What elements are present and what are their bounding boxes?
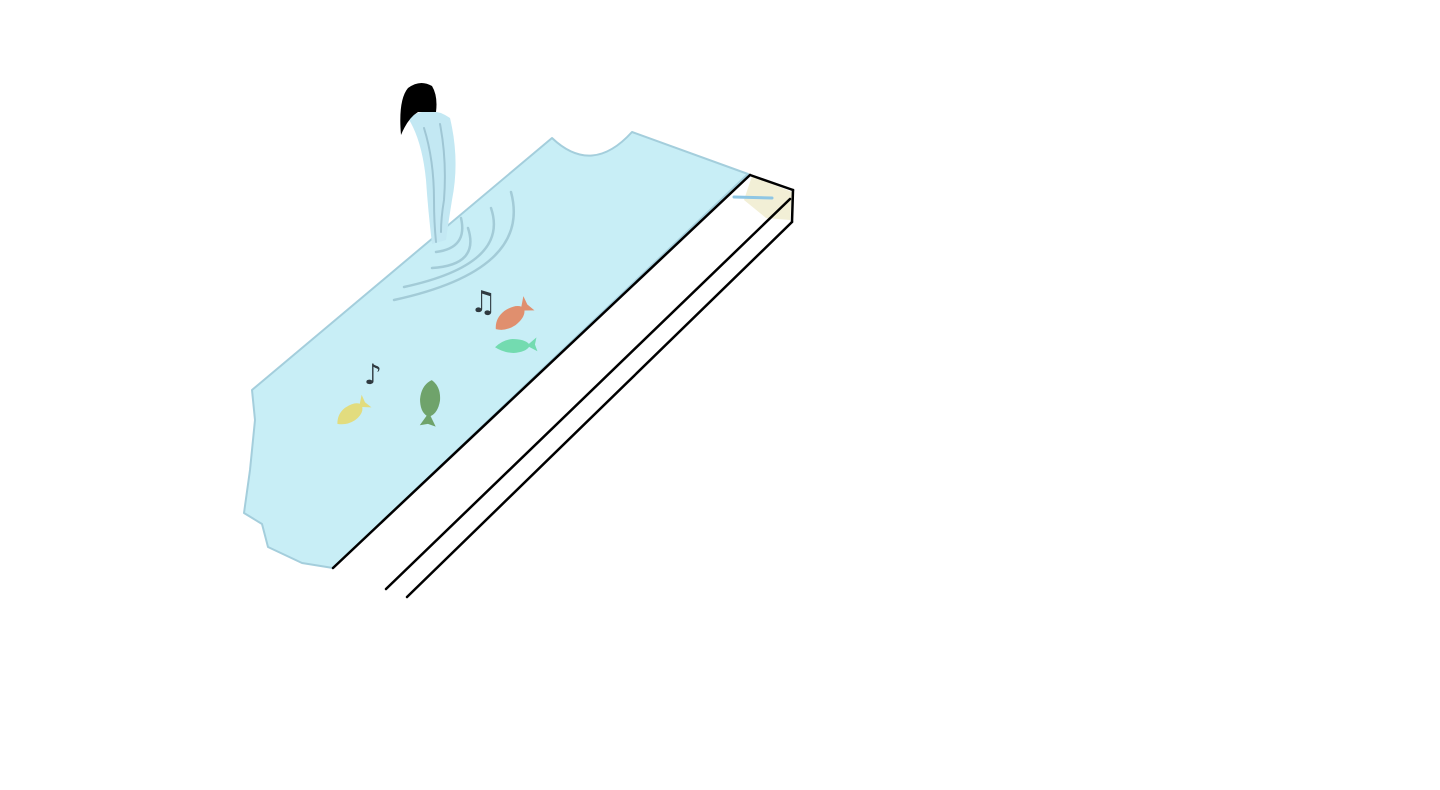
- trough-bottom-edge: [405, 220, 794, 599]
- green-fish-body: [419, 380, 441, 427]
- beamed-notes-icon: ♫: [470, 285, 497, 320]
- stream-streak-1: [423, 127, 437, 243]
- trough-end-top-edge: [748, 173, 795, 192]
- stream-streaks: [423, 123, 446, 243]
- far-end-water-line: [732, 195, 774, 200]
- mint-fish-icon: [495, 337, 538, 353]
- mint-fish-body: [495, 337, 538, 353]
- trough-end-vertical-edge: [790, 188, 795, 224]
- spout-icon: [400, 82, 437, 135]
- green-fish-icon: [419, 380, 441, 427]
- trough-front-top-edge: [331, 173, 752, 570]
- yellow-fish-icon: [337, 394, 372, 425]
- water-ripples: [392, 190, 516, 302]
- ripple-1: [434, 216, 464, 254]
- water-surface: [243, 131, 749, 569]
- orange-fish-body: [495, 296, 535, 330]
- stream-streak-2: [439, 123, 446, 233]
- yellow-fish-body: [337, 394, 372, 425]
- trough-outline: [331, 173, 795, 599]
- ripple-2: [430, 226, 472, 270]
- ripple-3: [402, 206, 496, 289]
- orange-fish-icon: [495, 296, 535, 330]
- eighth-note-icon: ♪: [364, 358, 382, 391]
- trough-inner-edge: [384, 197, 792, 591]
- ripple-4: [392, 190, 516, 302]
